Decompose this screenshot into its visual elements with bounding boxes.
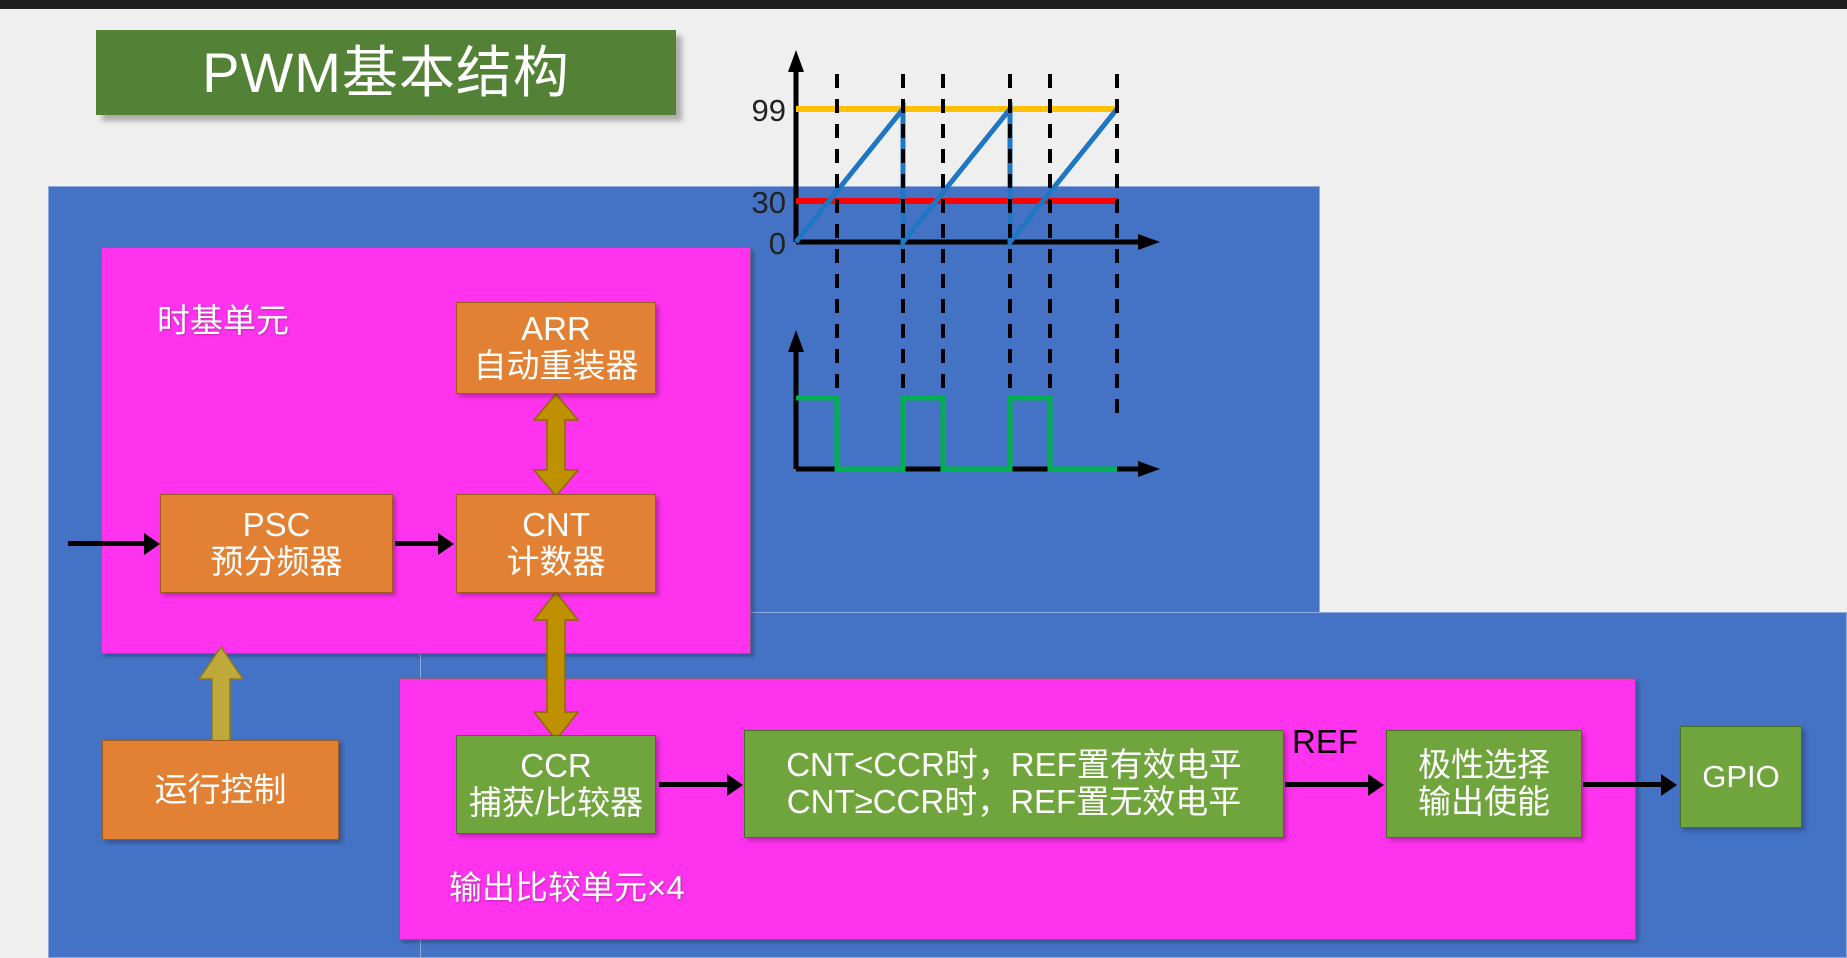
- page-title: PWM基本结构: [202, 40, 570, 104]
- clock-input-arrowhead: [144, 533, 160, 555]
- cnt-chart-ytick-30: 30: [752, 185, 786, 220]
- ccr-block-line2: 捕获/比较器: [468, 783, 644, 821]
- polarity-to-gpio-line: [1583, 782, 1663, 787]
- cnt-chart-x-axis-arrowhead: [1138, 234, 1160, 250]
- polarity-select-line2: 输出使能: [1418, 783, 1550, 820]
- polarity-select-line1: 极性选择: [1418, 746, 1550, 784]
- cnt-sawtooth-waveform: [794, 101, 1119, 250]
- psc-block-line1: PSC: [242, 505, 311, 543]
- ref-signal-label: REF: [1292, 723, 1358, 760]
- cnt-chart-ytick-0: 0: [769, 226, 786, 261]
- polarity-to-gpio-arrowhead: [1661, 774, 1677, 796]
- comparator-logic-block[interactable]: CNT<CCR时，REF置有效电平 CNT≥CCR时，REF置无效电平: [744, 730, 1284, 838]
- polarity-select-block[interactable]: 极性选择 输出使能: [1386, 730, 1582, 838]
- cnt-ccr-double-arrow: [532, 590, 580, 742]
- clock-input-line: [68, 541, 146, 546]
- ccr-block[interactable]: CCR 捕获/比较器: [456, 735, 656, 834]
- ccr-to-comparator-arrowhead: [727, 774, 743, 796]
- comparator-logic-line1: CNT<CCR时，REF置有效电平: [786, 746, 1242, 784]
- output-compare-unit-label: 输出比较单元×4: [449, 869, 685, 906]
- ccr-to-comparator-line: [659, 782, 729, 787]
- slide-title-banner: PWM基本结构: [96, 30, 676, 115]
- cnt-chart-y-axis-arrowhead: [788, 50, 804, 72]
- psc-block-line2: 预分频器: [210, 542, 343, 580]
- ccr-block-line1: CCR: [520, 746, 592, 784]
- run-control-block[interactable]: 运行控制: [102, 740, 339, 840]
- gpio-block[interactable]: GPIO: [1680, 726, 1802, 828]
- gpio-block-line1: GPIO: [1702, 758, 1780, 794]
- psc-block[interactable]: PSC 预分频器: [160, 494, 393, 593]
- ref-chart-x-axis-arrowhead: [1138, 461, 1160, 477]
- ref-pwm-waveform: [796, 395, 1117, 472]
- arr-block-line1: ARR: [521, 310, 591, 348]
- top-bar: [0, 0, 1847, 9]
- time-base-unit-label: 时基单元: [157, 302, 289, 339]
- pwm-waveform-panel: 99 30 0: [690, 14, 1847, 524]
- run-control-block-line1: 运行控制: [154, 770, 287, 808]
- arr-block-line2: 自动重装器: [473, 347, 639, 384]
- arr-block[interactable]: ARR 自动重装器: [456, 302, 656, 394]
- cnt-block-line1: CNT: [522, 505, 590, 543]
- ref-arrowhead: [1368, 774, 1384, 796]
- timing-guides: [835, 74, 1119, 417]
- psc-to-cnt-line: [395, 541, 440, 546]
- cnt-chart-ytick-99: 99: [752, 93, 786, 128]
- run-control-up-arrow: [197, 645, 245, 744]
- ref-chart-y-axis-arrowhead: [788, 330, 804, 352]
- cnt-block[interactable]: CNT 计数器: [456, 494, 656, 593]
- arr-cnt-double-arrow: [532, 392, 580, 498]
- psc-to-cnt-arrowhead: [438, 533, 454, 555]
- cnt-block-line2: 计数器: [506, 542, 606, 580]
- comparator-logic-line2: CNT≥CCR时，REF置无效电平: [786, 783, 1242, 820]
- ref-line: [1285, 782, 1370, 787]
